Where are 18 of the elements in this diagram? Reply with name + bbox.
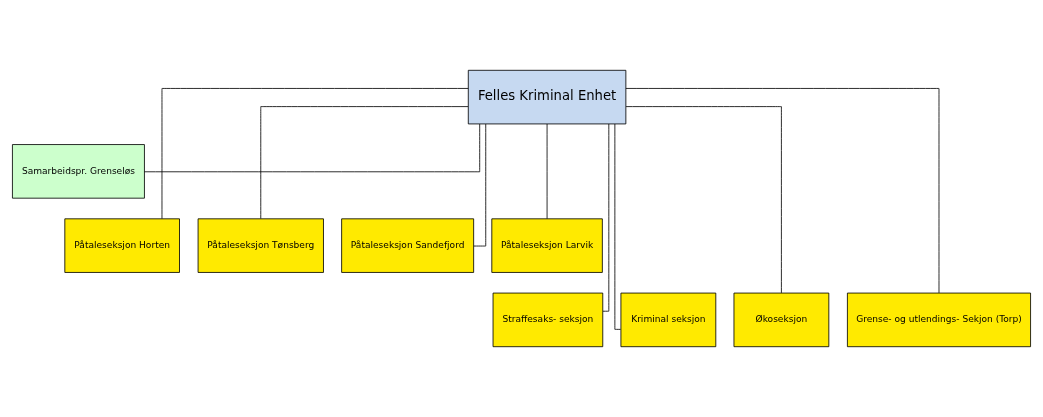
connector <box>144 123 481 173</box>
node-box: Felles Kriminal Enhet <box>467 69 627 125</box>
node-box: Påtaleseksjon Horten <box>64 218 180 273</box>
node-box: Påtaleseksjon Sandefjord <box>341 218 475 273</box>
connector <box>161 88 469 220</box>
node-box: Påtaleseksjon Tønsberg <box>197 218 324 273</box>
connector <box>625 106 782 294</box>
node-box: Kriminal seksjon <box>620 292 717 348</box>
connector <box>625 88 940 294</box>
connector <box>260 106 469 219</box>
node-box: Samarbeidspr. Grenseløs <box>12 144 145 199</box>
connector <box>602 123 610 312</box>
node-box: Økoseksjon <box>733 292 830 348</box>
node-box: Straffesaks- seksjon <box>492 292 604 348</box>
node-box: Påtaleseksjon Larvik <box>491 218 603 273</box>
node-box: Grense- og utlendings- Sekjon (Torp) <box>847 292 1031 348</box>
connector <box>546 123 548 220</box>
connector <box>614 123 621 330</box>
